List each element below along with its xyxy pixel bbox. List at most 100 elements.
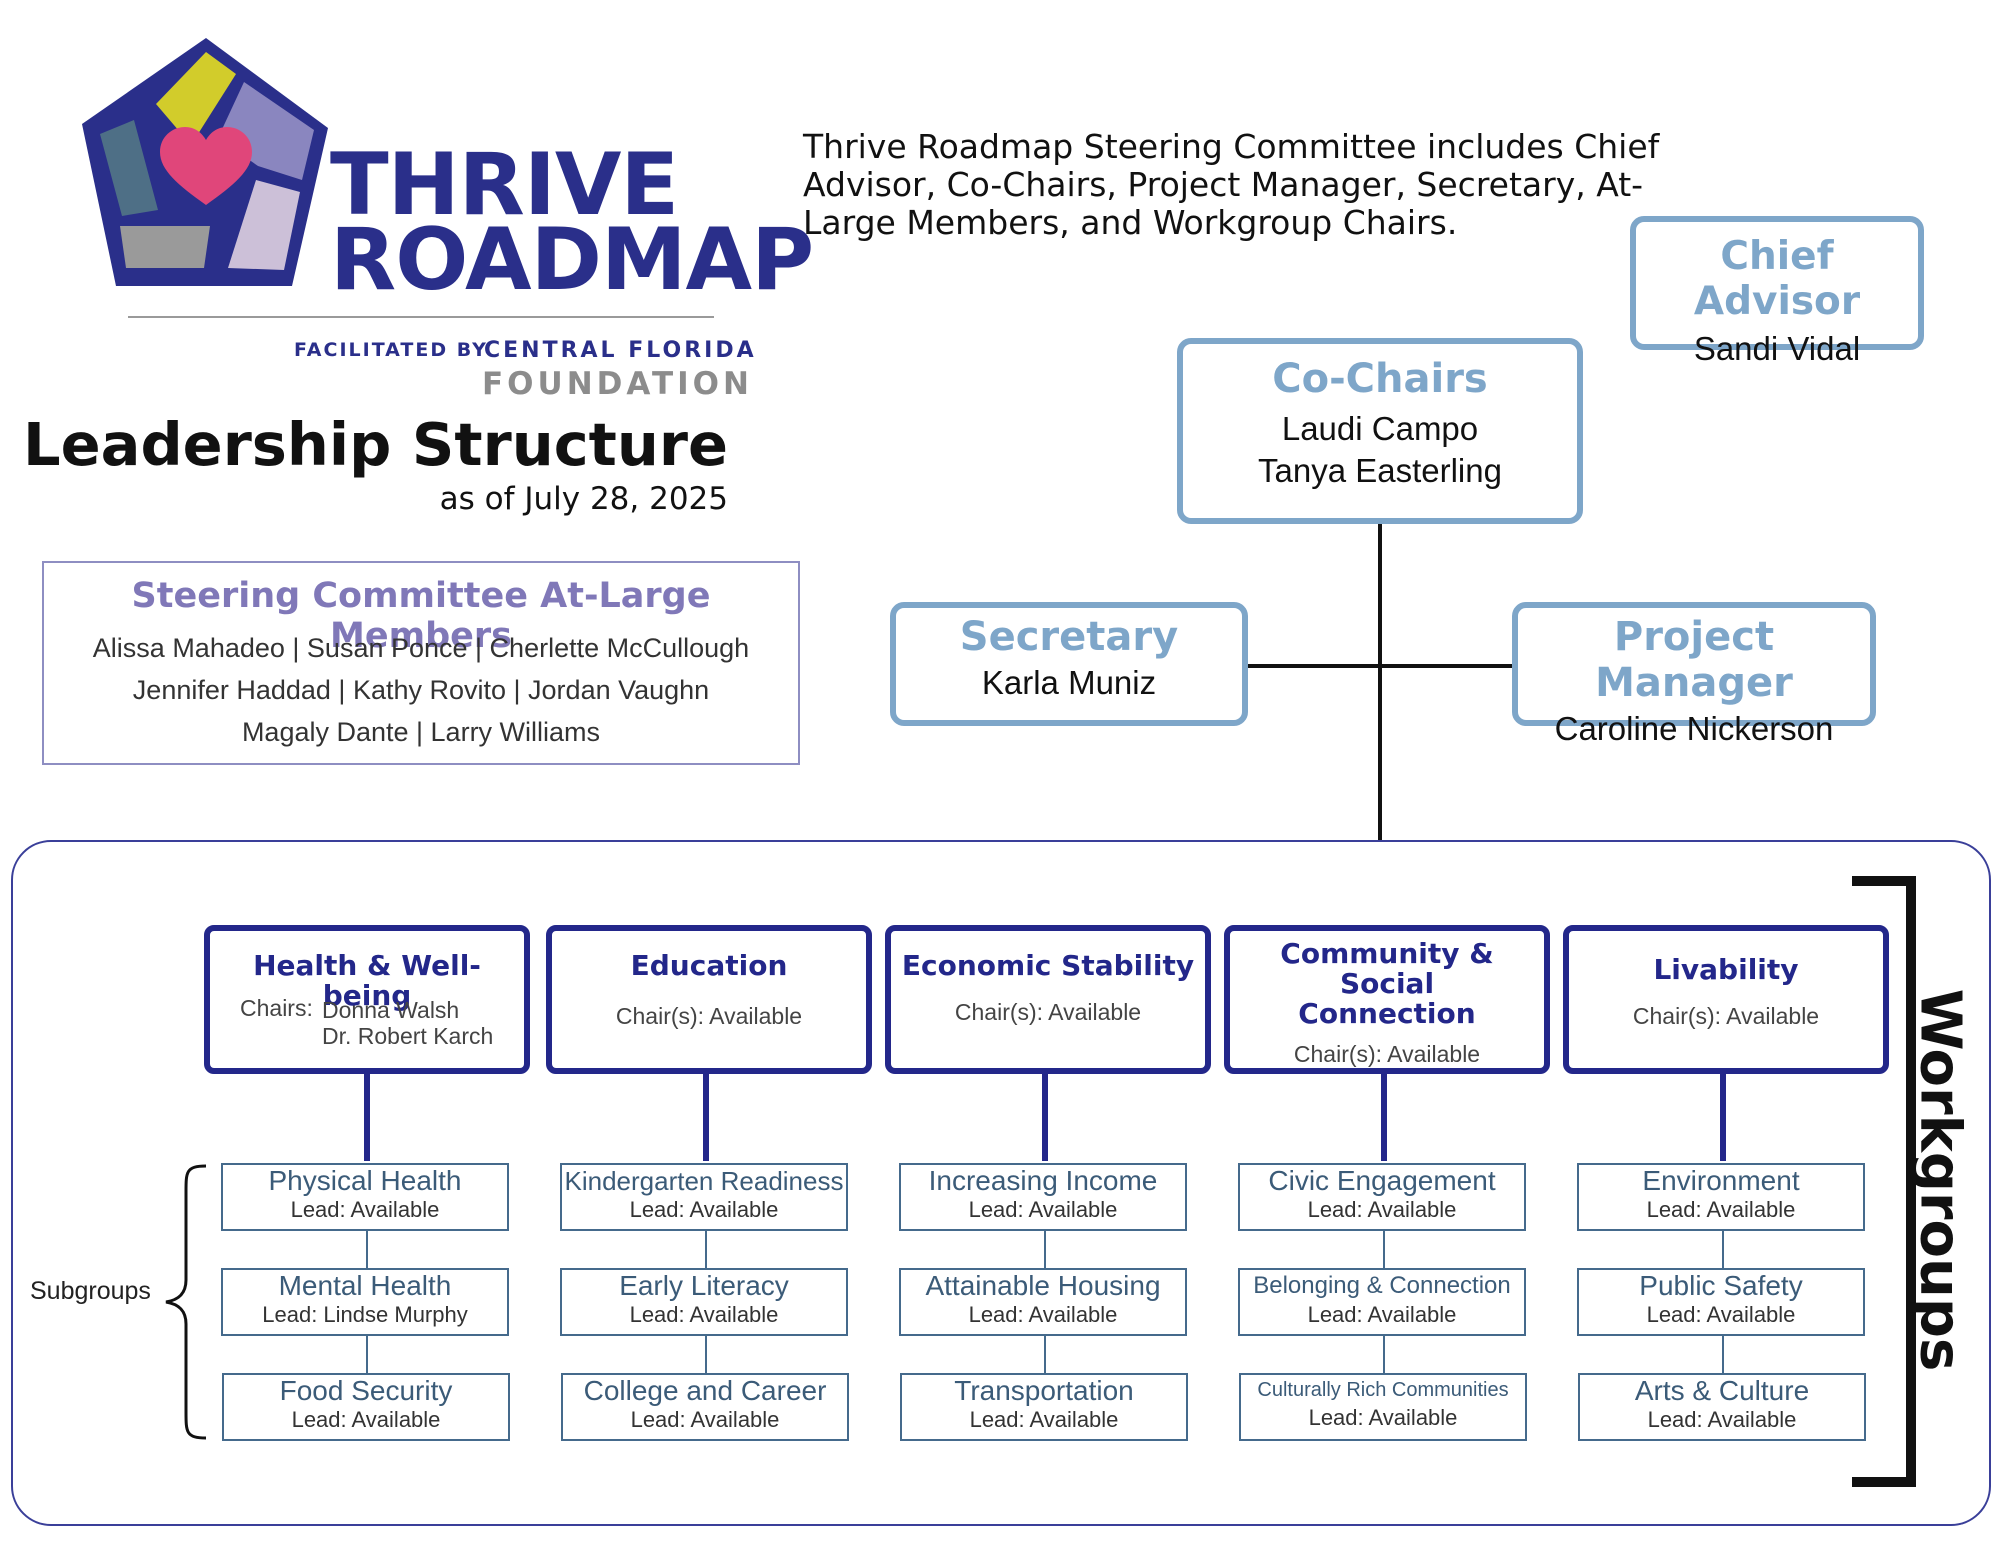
page-date: as of July 28, 2025 bbox=[439, 481, 728, 517]
workgroup-chairs: Chair(s): Available bbox=[954, 999, 1142, 1025]
subgroup-box: Belonging & Connection Lead: Available bbox=[1238, 1268, 1526, 1336]
subgroup-box: Early Literacy Lead: Available bbox=[560, 1268, 848, 1336]
subgroup-name: Early Literacy bbox=[619, 1270, 789, 1301]
workgroup-chairs: Chair(s): Available bbox=[1293, 1041, 1481, 1067]
subgroup-connector bbox=[705, 1231, 707, 1268]
subgroup-lead: Lead: Lindse Murphy bbox=[262, 1302, 468, 1327]
logo-name-line1: THRIVE bbox=[330, 135, 679, 235]
project-manager-name: Caroline Nickerson bbox=[1554, 710, 1834, 747]
subgroup-box: Transportation Lead: Available bbox=[900, 1373, 1188, 1441]
subgroup-name: Arts & Culture bbox=[1634, 1375, 1810, 1406]
workgroup-title: Education bbox=[630, 949, 788, 982]
subgroup-box: College and Career Lead: Available bbox=[561, 1373, 849, 1441]
subgroup-box: Attainable Housing Lead: Available bbox=[899, 1268, 1187, 1336]
workgroup-connector bbox=[1042, 1074, 1048, 1161]
workgroup-title: Economic Stability bbox=[901, 949, 1195, 982]
co-chairs-box: Co-Chairs Laudi Campo Tanya Easterling bbox=[1177, 338, 1583, 524]
subgroup-name: Culturally Rich Communities bbox=[1257, 1379, 1509, 1401]
subgroup-box: Public Safety Lead: Available bbox=[1577, 1268, 1865, 1336]
workgroup-health: Health & Well-being Chairs: Donna Walsh … bbox=[204, 925, 530, 1074]
workgroup-chairs: Chair(s): Available bbox=[615, 1003, 803, 1029]
workgroup-title: Community & Social bbox=[1280, 937, 1494, 1000]
at-large-line: Alissa Mahadeo | Susan Ponce | Cherlette… bbox=[92, 633, 750, 663]
chief-advisor-box: Chief Advisor Sandi Vidal bbox=[1630, 216, 1924, 367]
co-chair-name: Laudi Campo bbox=[1281, 410, 1479, 447]
subgroup-lead: Lead: Available bbox=[968, 1302, 1118, 1327]
subgroup-name: Food Security bbox=[279, 1375, 453, 1406]
workgroups-container bbox=[11, 840, 1991, 1526]
subgroup-box: Mental Health Lead: Lindse Murphy bbox=[221, 1268, 509, 1336]
workgroup-title: Connection bbox=[1298, 997, 1476, 1030]
project-manager-title: Project Manager bbox=[1595, 614, 1793, 706]
at-large-title: Steering Committee At-Large Members bbox=[131, 576, 711, 656]
subgroup-box: Arts & Culture Lead: Available bbox=[1578, 1373, 1866, 1441]
workgroups-bracket bbox=[1852, 876, 1916, 1487]
subgroup-connector bbox=[1044, 1231, 1046, 1268]
subgroup-lead: Lead: Available bbox=[629, 1302, 779, 1327]
workgroup-education: Education Chair(s): Available bbox=[546, 925, 872, 1074]
workgroup-connector bbox=[364, 1074, 370, 1161]
at-large-line: Jennifer Haddad | Kathy Rovito | Jordan … bbox=[132, 675, 710, 705]
subgroup-connector bbox=[1044, 1336, 1046, 1373]
subgroup-lead: Lead: Available bbox=[969, 1407, 1119, 1432]
subgroup-name: Belonging & Connection bbox=[1253, 1272, 1511, 1299]
foundation-name-line2: FOUNDATION bbox=[482, 366, 753, 402]
subgroup-connector bbox=[366, 1231, 368, 1268]
at-large-line: Magaly Dante | Larry Williams bbox=[241, 717, 601, 747]
subgroup-name: Environment bbox=[1642, 1165, 1800, 1196]
subgroup-lead: Lead: Available bbox=[968, 1197, 1118, 1222]
subgroup-lead: Lead: Available bbox=[290, 1197, 440, 1222]
subgroup-name: College and Career bbox=[583, 1375, 827, 1406]
subgroup-lead: Lead: Available bbox=[630, 1407, 780, 1432]
subgroups-brace-icon bbox=[165, 1164, 207, 1440]
subgroup-connector bbox=[1722, 1336, 1724, 1373]
subgroup-box: Environment Lead: Available bbox=[1577, 1163, 1865, 1231]
subgroup-box: Physical Health Lead: Available bbox=[221, 1163, 509, 1231]
subgroup-name: Mental Health bbox=[278, 1270, 452, 1301]
secretary-title: Secretary bbox=[959, 614, 1179, 660]
subgroup-lead: Lead: Available bbox=[291, 1407, 441, 1432]
workgroup-chairs: Chair(s): Available bbox=[1632, 1003, 1820, 1029]
workgroup-title: Health & Well-being bbox=[253, 949, 481, 1012]
workgroup-chair-name: Dr. Robert Karch bbox=[322, 1023, 494, 1049]
thrive-roadmap-logo-icon bbox=[82, 38, 328, 286]
org-connector-vertical bbox=[1378, 524, 1382, 840]
subgroup-name: Kindergarten Readiness bbox=[564, 1166, 844, 1196]
subgroup-lead: Lead: Available bbox=[1307, 1197, 1457, 1222]
subgroup-connector bbox=[705, 1336, 707, 1373]
workgroup-connector bbox=[1381, 1074, 1387, 1161]
page-title: Leadership Structure bbox=[23, 410, 728, 479]
subgroup-name: Civic Engagement bbox=[1268, 1165, 1496, 1196]
secretary-name: Karla Muniz bbox=[981, 664, 1157, 701]
subgroups-label: Subgroups bbox=[30, 1277, 151, 1305]
workgroup-title: Livability bbox=[1653, 953, 1799, 986]
secretary-box: Secretary Karla Muniz bbox=[890, 602, 1248, 726]
workgroup-chair-name: Donna Walsh bbox=[322, 997, 460, 1023]
subgroup-lead: Lead: Available bbox=[1307, 1302, 1457, 1327]
co-chairs-title: Co-Chairs bbox=[1272, 356, 1488, 402]
logo-name-line2: ROADMAP bbox=[330, 210, 814, 310]
workgroup-chairs-label: Chairs: bbox=[240, 995, 313, 1021]
subgroup-name: Public Safety bbox=[1639, 1270, 1803, 1301]
subgroup-name: Increasing Income bbox=[928, 1165, 1158, 1196]
subgroup-connector bbox=[1722, 1231, 1724, 1268]
subgroup-box: Civic Engagement Lead: Available bbox=[1238, 1163, 1526, 1231]
subgroup-lead: Lead: Available bbox=[629, 1197, 779, 1222]
subgroup-lead: Lead: Available bbox=[1308, 1405, 1458, 1430]
subgroup-connector bbox=[1383, 1231, 1385, 1268]
facilitated-by-label: FACILITATED BY bbox=[294, 339, 488, 361]
subgroup-box: Kindergarten Readiness Lead: Available bbox=[560, 1163, 848, 1231]
subgroup-lead: Lead: Available bbox=[1646, 1302, 1796, 1327]
logo-divider bbox=[128, 316, 714, 318]
project-manager-box: Project Manager Caroline Nickerson bbox=[1512, 602, 1876, 747]
subgroup-lead: Lead: Available bbox=[1646, 1197, 1796, 1222]
intro-text: Thrive Roadmap Steering Committee includ… bbox=[803, 127, 1660, 242]
co-chair-name: Tanya Easterling bbox=[1258, 452, 1502, 489]
subgroup-name: Physical Health bbox=[268, 1165, 462, 1196]
subgroup-box: Food Security Lead: Available bbox=[222, 1373, 510, 1441]
subgroup-box: Increasing Income Lead: Available bbox=[899, 1163, 1187, 1231]
subgroup-name: Transportation bbox=[954, 1375, 1134, 1406]
subgroup-lead: Lead: Available bbox=[1647, 1407, 1797, 1432]
workgroup-connector bbox=[703, 1074, 709, 1161]
chief-advisor-name: Sandi Vidal bbox=[1693, 330, 1861, 367]
